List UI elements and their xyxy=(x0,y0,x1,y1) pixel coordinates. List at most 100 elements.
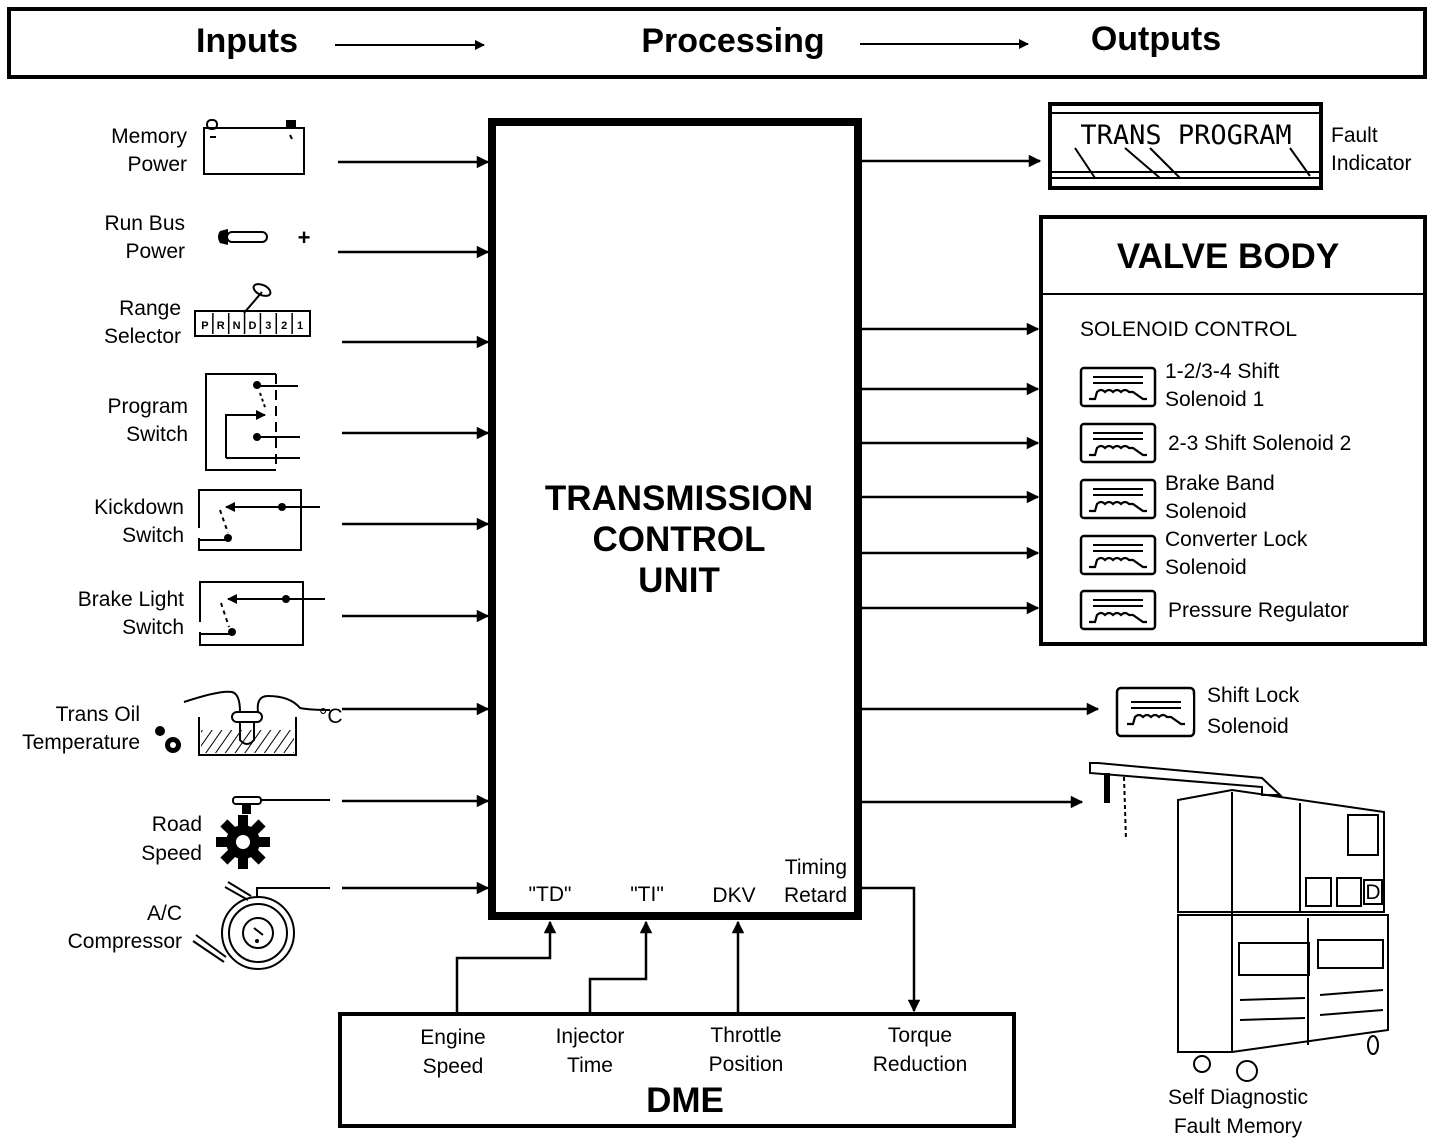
svg-text:R: R xyxy=(217,320,225,332)
tcu-title-line-1: TRANSMISSION xyxy=(545,479,813,518)
temperature-unit: °C xyxy=(319,705,343,728)
input-memory-power: Memory Power xyxy=(111,119,490,176)
output-valve-body: VALVE BODY SOLENOID CONTROL 1-2/3-4 Shif… xyxy=(1039,215,1427,646)
diagnostic-tester-cart-icon: D xyxy=(1089,762,1389,1082)
solenoid-control-subtitle: SOLENOID CONTROL xyxy=(1080,318,1297,341)
fault-display-text: TRANS PROGRAM xyxy=(1080,120,1291,151)
compressor-pulley-icon xyxy=(192,881,330,970)
dme-signal-throttle-position-line-1: Throttle xyxy=(710,1024,781,1047)
tcu-port-timing-retard-line-2: Retard xyxy=(784,884,847,907)
input-label-line-2: Switch xyxy=(122,524,184,547)
connector-timing-retard-to-torque-reduction xyxy=(862,886,921,1013)
input-label-line-2: Power xyxy=(125,240,185,263)
tcu-title-line-2: CONTROL xyxy=(592,520,765,559)
tcu-port-dkv: DKV xyxy=(712,884,755,907)
input-trans-oil-temperature: Trans Oil Temperature °C xyxy=(22,690,490,756)
output-fault-indicator: TRANS PROGRAM Fault Indicator xyxy=(862,102,1412,190)
solenoid-label: 2-3 Shift Solenoid 2 xyxy=(1168,432,1351,455)
dme-signal-throttle-position-line-2: Position xyxy=(709,1053,784,1076)
tcu-port-td: "TD" xyxy=(529,883,572,906)
header-frame xyxy=(7,7,1427,79)
gear-position: 2 xyxy=(275,313,287,334)
connector-injector-time-to-ti xyxy=(588,920,653,1014)
svg-text:2: 2 xyxy=(281,320,287,332)
input-label-line-2: Speed xyxy=(141,842,202,865)
battery-icon xyxy=(203,119,305,175)
input-label-line-2: Selector xyxy=(104,325,181,348)
output-self-diagnostic: D Self Diagnostic Fault Memory xyxy=(862,762,1389,1138)
tester-key-label: D xyxy=(1365,881,1380,904)
input-label-line-2: Temperature xyxy=(22,731,140,754)
input-label-line-1: A/C xyxy=(147,902,182,925)
header-banner: Inputs Processing Outputs xyxy=(7,7,1427,79)
switch-icon xyxy=(205,373,300,471)
input-label-line-1: Road xyxy=(152,813,202,836)
input-road-speed: Road Speed xyxy=(141,794,490,869)
solenoid-row-pressure-regulator: Pressure Regulator xyxy=(1079,589,1349,631)
stage-outputs: Outputs xyxy=(1091,20,1221,58)
input-label-line-1: Run Bus xyxy=(104,212,185,235)
transmission-control-unit: TRANSMISSION CONTROL UNIT "TD" "TI" DKV … xyxy=(488,118,862,920)
solenoid-label: Converter Lock xyxy=(1165,528,1308,551)
input-label-line-1: Kickdown xyxy=(94,496,184,519)
solenoid-label: 1-2/3-4 Shift xyxy=(1165,360,1280,383)
switch-icon xyxy=(198,489,320,551)
solenoid-row-shift-solenoid-2: 2-3 Shift Solenoid 2 xyxy=(1079,422,1351,464)
plus-sign: + xyxy=(298,225,311,250)
input-program-switch: Program Switch xyxy=(107,373,490,471)
fault-indicator-label-line-2: Indicator xyxy=(1331,152,1412,175)
gear-position: P xyxy=(201,320,208,332)
solenoid-coil-icon xyxy=(1079,422,1157,464)
input-run-bus-power: Run Bus Power + xyxy=(104,212,490,263)
solenoid-coil-icon xyxy=(1079,478,1157,520)
tcu-frame xyxy=(488,118,862,920)
diagnostic-label-line-2: Fault Memory xyxy=(1174,1115,1303,1138)
input-ac-compressor: A/C Compressor xyxy=(68,881,490,970)
dme-tcu-connectors xyxy=(455,886,921,1014)
solenoid-coil-icon xyxy=(1079,589,1157,631)
tcu-port-timing-retard-line-1: Timing xyxy=(785,856,847,879)
valve-body-title: VALVE BODY xyxy=(1117,237,1339,276)
switch-icon xyxy=(199,581,325,646)
solenoid-coil-icon xyxy=(1115,686,1196,738)
solenoid-label: Pressure Regulator xyxy=(1168,599,1349,622)
dme-signal-torque-reduction-line-2: Reduction xyxy=(873,1053,968,1076)
input-label-line-1: Range xyxy=(119,297,181,320)
solenoid-label: Brake Band xyxy=(1165,472,1275,495)
diagnostic-label-line-1: Self Diagnostic xyxy=(1168,1086,1308,1109)
shift-lock-label-line-2: Solenoid xyxy=(1207,715,1289,738)
input-label-line-1: Memory xyxy=(111,125,187,148)
solenoid-coil-icon xyxy=(1079,366,1157,408)
solenoid-label: Solenoid xyxy=(1165,556,1247,579)
svg-text:1: 1 xyxy=(297,320,303,332)
fault-indicator-label-line-1: Fault xyxy=(1331,124,1378,147)
valve-body-arrows xyxy=(862,322,1040,615)
input-label-line-2: Switch xyxy=(126,423,188,446)
dme-signal-injector-time-line-1: Injector xyxy=(556,1025,625,1048)
dme-signal-torque-reduction-line-1: Torque xyxy=(888,1024,952,1047)
svg-text:P: P xyxy=(201,320,208,332)
dme-signal-injector-time-line-2: Time xyxy=(567,1054,613,1077)
gear-position: 1 xyxy=(291,313,303,334)
stage-inputs: Inputs xyxy=(196,22,298,60)
gear-position: 3 xyxy=(259,313,271,334)
trans-program-display-icon: TRANS PROGRAM xyxy=(1048,102,1323,190)
input-label-line-1: Brake Light xyxy=(78,588,184,611)
dme-title: DME xyxy=(646,1081,724,1120)
input-brake-light-switch: Brake Light Switch xyxy=(78,581,490,646)
tcu-title-line-3: UNIT xyxy=(638,561,720,600)
dme-unit: Engine Speed Injector Time Throttle Posi… xyxy=(338,1012,1016,1128)
input-kickdown-switch: Kickdown Switch xyxy=(94,489,490,551)
solenoid-label: Solenoid xyxy=(1165,500,1247,523)
gear-position: R xyxy=(212,313,225,334)
solenoid-coil-icon xyxy=(1079,534,1157,576)
svg-text:D: D xyxy=(249,320,257,332)
output-shift-lock-solenoid: Shift Lock Solenoid xyxy=(862,684,1300,738)
temperature-sensor-icon: °C xyxy=(155,690,343,756)
